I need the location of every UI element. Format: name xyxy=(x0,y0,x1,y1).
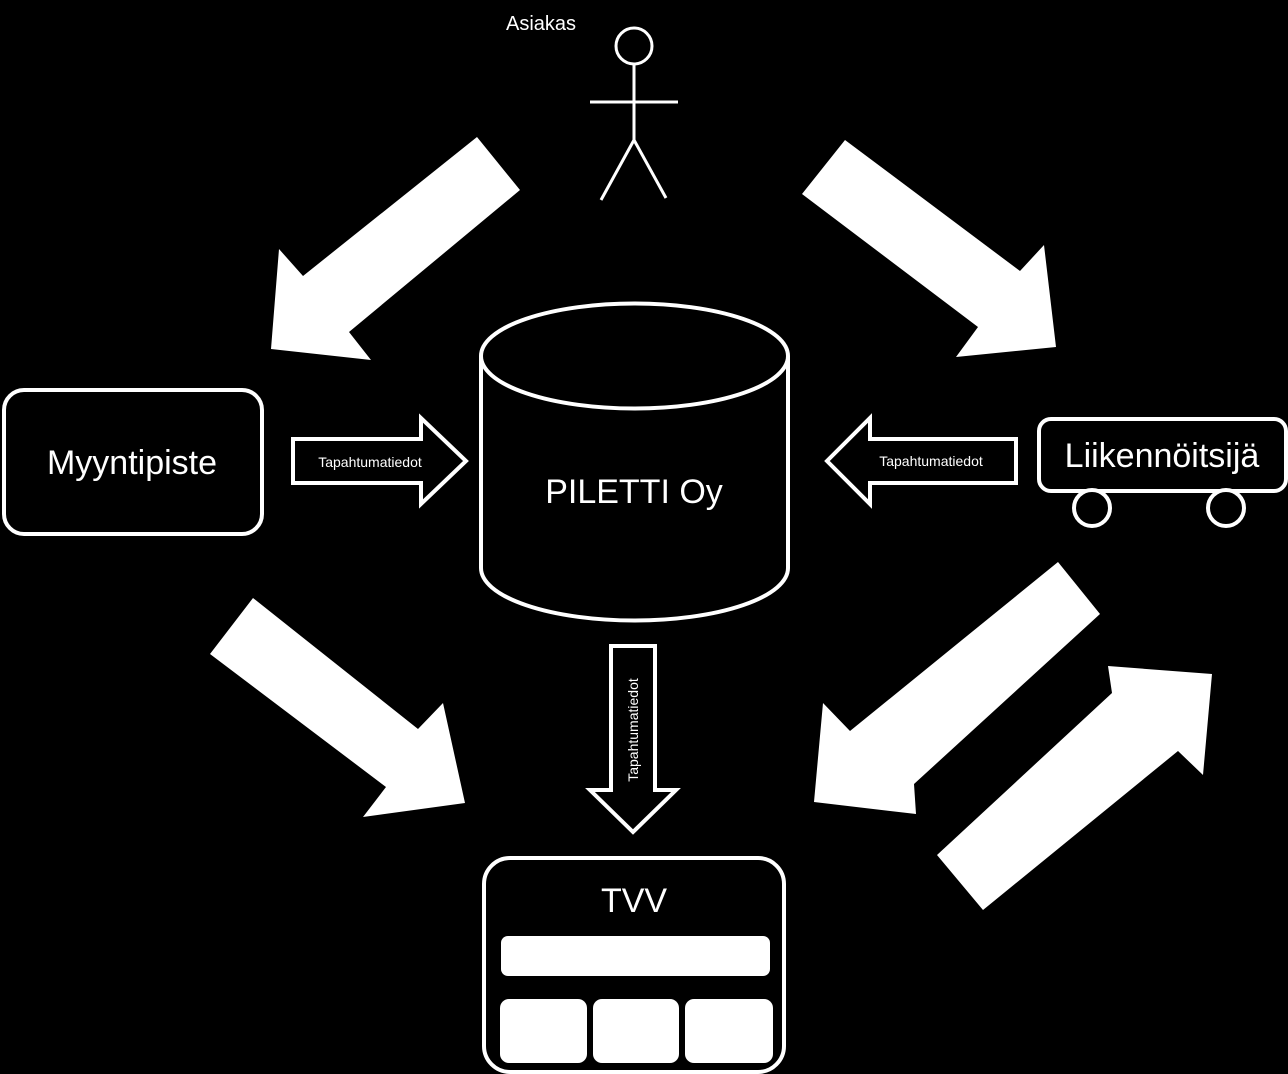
flow-arrow-customer-to-operator xyxy=(802,140,1056,357)
stick-figure-icon xyxy=(590,26,678,201)
flow-arrow-customer-to-sales xyxy=(271,137,520,360)
sales-point-label: Myyntipiste xyxy=(47,444,217,482)
tvv-block xyxy=(593,999,679,1063)
operator-label: Liikennöitsijä xyxy=(1065,437,1260,475)
event-arrow-from-operator-label: Tapahtumatiedot xyxy=(879,453,983,469)
event-arrow-from-sales-label: Tapahtumatiedot xyxy=(318,454,422,470)
tvv-block xyxy=(685,999,773,1063)
tvv-box: TVV xyxy=(482,856,786,1074)
flow-arrow-operator-to-tvv xyxy=(814,562,1100,814)
customer-label: Asiakas xyxy=(506,13,576,35)
operator-vehicle: Liikennöitsijä xyxy=(1037,417,1288,528)
customer-actor: Asiakas xyxy=(506,13,678,201)
wheel-icon xyxy=(1072,488,1112,528)
event-arrow-from-operator: Tapahtumatiedot xyxy=(824,413,1018,509)
tvv-label: TVV xyxy=(601,882,667,920)
sales-point-box: Myyntipiste xyxy=(2,388,264,536)
tvv-block xyxy=(500,999,587,1063)
event-arrow-from-sales: Tapahtumatiedot xyxy=(291,413,469,509)
event-arrow-to-tvv-label: Tapahtumatiedot xyxy=(625,678,641,782)
flow-arrow-sales-to-tvv xyxy=(210,598,465,817)
event-arrow-to-tvv: Tapahtumatiedot xyxy=(585,644,681,835)
database-label: PILETTI Oy xyxy=(545,473,723,511)
wheel-icon xyxy=(1206,488,1246,528)
flow-arrow-tvv-to-operator xyxy=(937,666,1212,910)
tvv-bar xyxy=(501,936,770,976)
piletti-database: PILETTI Oy xyxy=(479,301,790,623)
